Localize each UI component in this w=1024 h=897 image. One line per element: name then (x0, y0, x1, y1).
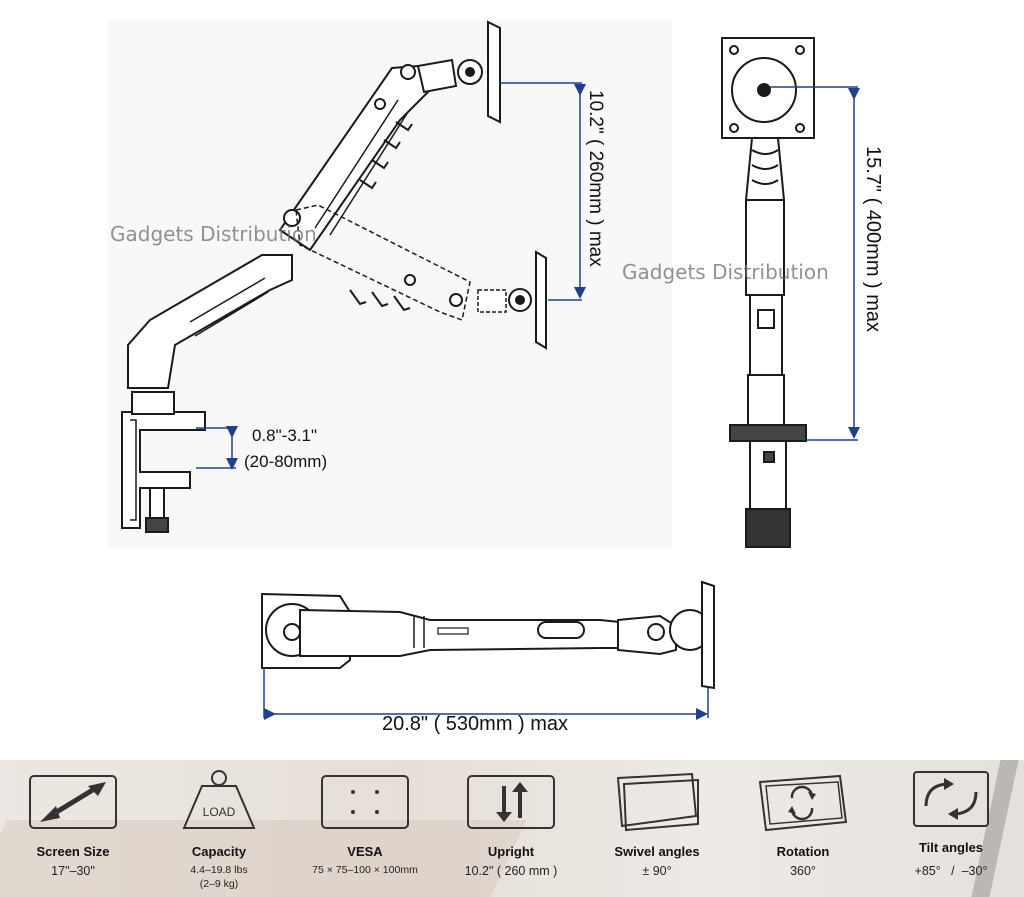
weight-icon-text: LOAD (203, 805, 236, 819)
monitor-arm-line-drawings (121, 20, 860, 720)
spec-rotation: Rotation 360° (730, 760, 876, 897)
spec-label: Rotation (776, 844, 830, 859)
rotation-icon (758, 774, 848, 832)
height-range-label: 10.2" ( 260mm ) max (585, 90, 606, 267)
technical-drawing: Gadgets Distribution Gadgets Distributio… (108, 20, 884, 735)
side-view-drawing (121, 20, 547, 533)
diagonal-arrow-icon (29, 775, 117, 829)
weight-icon: LOAD (182, 770, 256, 829)
vesa-plate-icon (321, 775, 409, 829)
top-reach-label: 20.8" ( 530mm ) max (382, 713, 569, 735)
watermark-right: Gadgets Distribution (622, 260, 829, 284)
spec-label: VESA (347, 844, 383, 859)
front-height-dimension (770, 86, 860, 441)
top-reach-dimension (263, 668, 709, 720)
spec-vesa: VESA 75 × 75–100 × 100mm (292, 760, 438, 897)
spec-value: 4.4–19.8 lbs (190, 864, 248, 876)
top-view-drawing (261, 580, 715, 690)
spec-label: Screen Size (36, 844, 110, 859)
clamp-range-mm-label: (20-80mm) (244, 452, 328, 471)
up-down-arrows-icon (467, 775, 555, 829)
spec-swivel: Swivel angles ± 90° (584, 760, 730, 897)
spec-value-kg: (2–9 kg) (199, 878, 239, 890)
front-view-drawing (721, 37, 815, 548)
tilt-arrows-icon (913, 771, 989, 827)
spec-label: Swivel angles (614, 844, 700, 859)
spec-capacity: LOAD Capacity 4.4–19.8 lbs (2–9 kg) (146, 760, 292, 897)
clamp-range-inch-label: 0.8"-3.1" (252, 426, 317, 445)
front-height-label: 15.7" ( 400mm ) max (862, 146, 884, 333)
spec-value: 10.2" ( 260 mm ) (464, 864, 558, 878)
spec-tilt: Tilt angles +85° / –30° (878, 760, 1024, 897)
spec-value: ± 90° (642, 864, 672, 878)
spec-label: Capacity (191, 844, 247, 859)
spec-screen-size: Screen Size 17"–30" (0, 760, 146, 897)
watermark-left: Gadgets Distribution (110, 222, 317, 246)
spec-label: Upright (487, 844, 535, 859)
spec-label: Tilt angles (918, 840, 984, 855)
spec-value: 75 × 75–100 × 100mm (312, 864, 418, 876)
spec-bar: Screen Size 17"–30" LOAD Capacity 4.4–19… (0, 760, 1024, 897)
spec-value: +85° / –30° (914, 864, 988, 878)
spec-value: 360° (790, 864, 816, 878)
spec-value: 17"–30" (51, 864, 95, 878)
spec-upright: Upright 10.2" ( 260 mm ) (438, 760, 584, 897)
height-dimension-lines (196, 82, 586, 470)
swivel-screens-icon (616, 772, 699, 832)
